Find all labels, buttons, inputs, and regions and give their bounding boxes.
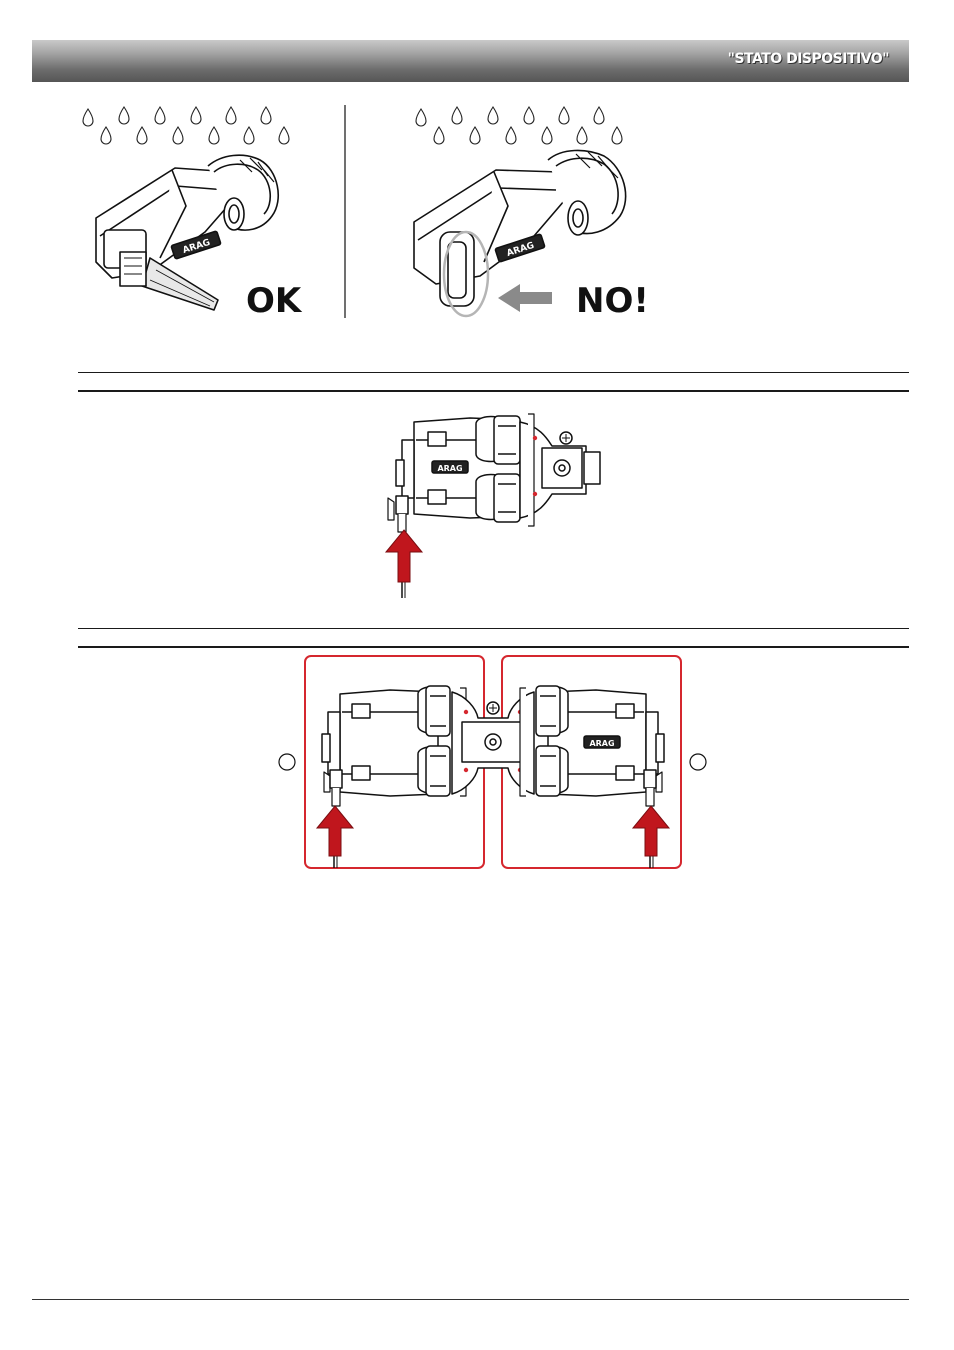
dual-valve-figure: ARAG bbox=[278, 655, 707, 869]
insertion-arrow-icon bbox=[315, 805, 355, 857]
right-valve-unit: ARAG bbox=[519, 685, 665, 868]
valve-device-illustration: ARAG bbox=[95, 154, 280, 311]
circle-marker-icon bbox=[689, 753, 707, 771]
insertion-arrow-icon bbox=[631, 805, 671, 857]
section-header-bar: "STATO DISPOSITIVO" bbox=[32, 40, 909, 82]
left-valve-unit bbox=[321, 685, 467, 868]
no-panel: ARAG NO! bbox=[413, 106, 649, 321]
center-bracket bbox=[451, 691, 535, 795]
divider-rule bbox=[78, 372, 909, 373]
insertion-arrow-icon bbox=[384, 529, 424, 583]
device-brand-label: ARAG bbox=[589, 739, 614, 748]
circle-marker-icon bbox=[278, 753, 296, 771]
divider-rule bbox=[78, 646, 909, 648]
divider-rule bbox=[78, 390, 909, 392]
single-valve-figure: ARAG bbox=[387, 413, 601, 598]
rain-drop-icon bbox=[415, 106, 623, 145]
highlight-circle bbox=[442, 230, 490, 318]
section-title: "STATO DISPOSITIVO" bbox=[727, 51, 890, 67]
rain-drop-icon bbox=[82, 106, 290, 145]
ok-label: OK bbox=[246, 281, 303, 321]
device-brand-label: ARAG bbox=[437, 464, 462, 473]
no-label: NO! bbox=[576, 281, 649, 321]
ok-panel: ARAG OK bbox=[82, 106, 303, 321]
valve-device-illustration: ARAG bbox=[413, 149, 627, 307]
divider-rule bbox=[78, 628, 909, 629]
footer-rule bbox=[32, 1299, 909, 1300]
warning-arrow-icon bbox=[498, 284, 552, 312]
